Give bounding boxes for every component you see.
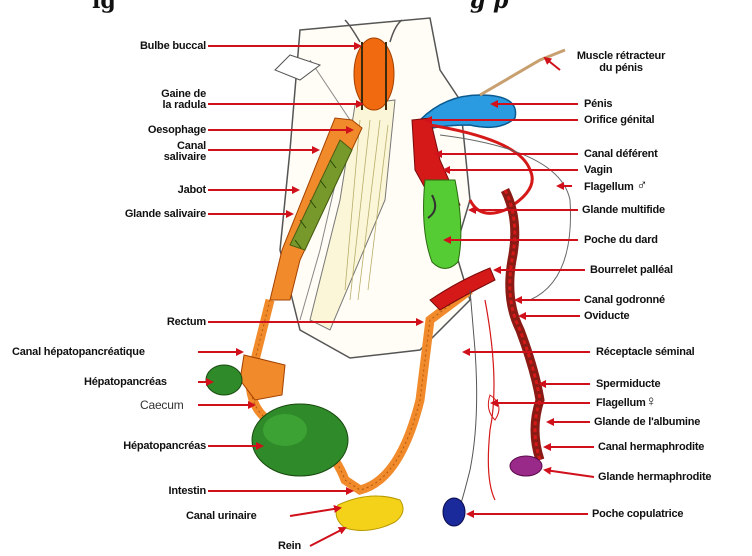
arrow-rein [310, 528, 345, 546]
label-canal-hermaphrodite: Canal hermaphrodite [598, 441, 704, 453]
label-vagin: Vagin [584, 164, 612, 176]
label-flagellum-female: Flagellum♀ [596, 396, 657, 409]
label-glande-albumine: Glande de l'albumine [594, 416, 700, 428]
label-intestin: Intestin [168, 485, 206, 497]
label-bulbe-buccal: Bulbe buccal [140, 40, 206, 52]
poche-copulatrice [443, 498, 465, 526]
label-bourrelet-palleal: Bourrelet palléal [590, 264, 673, 276]
caption-left: ig [92, 0, 116, 14]
male-symbol-icon: ♂ [636, 177, 647, 194]
label-jabot: Jabot [178, 184, 206, 196]
label-glande-salivaire: Glande salivaire [125, 208, 206, 220]
label-oviducte: Oviducte [584, 310, 629, 322]
label-poche-du-dard: Poche du dard [584, 234, 658, 246]
glande-hermaphrodite [510, 456, 542, 476]
label-rein: Rein [278, 540, 301, 552]
label-orifice-genital: Orifice génital [584, 114, 654, 126]
label-spermiducte: Spermiducte [596, 378, 660, 390]
label-rectum: Rectum [167, 316, 206, 328]
receptacle-duct [455, 290, 477, 520]
muscle-retracteur [480, 50, 565, 95]
label-flagellum-male-text: Flagellum [584, 181, 634, 193]
label-muscle-retracteur-2: du pénis [566, 62, 676, 74]
female-symbol-icon: ♀ [646, 393, 657, 410]
label-muscle-retracteur-1: Muscle rétracteur [566, 50, 676, 62]
hepatopancreas-small [206, 365, 242, 395]
label-flagellum-male: Flagellum ♂ [584, 180, 647, 193]
label-glande-multifide: Glande multifide [582, 204, 665, 216]
oviducte [505, 190, 540, 460]
bulbe-buccal [354, 38, 394, 110]
label-canal-salivaire-2: salivaire [164, 151, 206, 163]
label-canal-hepatopancreatique: Canal hépatopancréatique [12, 346, 145, 358]
arrow-muscle-retracteur [545, 58, 560, 70]
arrow-glande-hermaphrodite [545, 470, 594, 477]
label-gaine-radula-2: la radula [163, 99, 206, 111]
label-penis: Pénis [584, 98, 612, 110]
label-caecum: Caecum [140, 399, 183, 411]
label-hepatopancreas-1: Hépatopancréas [84, 376, 167, 388]
caption-right: g p [470, 0, 508, 14]
label-canal-urinaire: Canal urinaire [186, 510, 257, 522]
label-poche-copulatrice: Poche copulatrice [592, 508, 683, 520]
top-caption: ig g p [0, 0, 752, 10]
label-canal-deferent: Canal déférent [584, 148, 658, 160]
label-receptacle-seminal: Réceptacle séminal [596, 346, 695, 358]
rein [336, 496, 403, 530]
label-oesophage: Oesophage [148, 124, 206, 136]
arrow-canal-urinaire [290, 508, 340, 516]
label-flagellum-female-text: Flagellum [596, 397, 646, 409]
label-glande-hermaphrodite: Glande hermaphrodite [598, 471, 711, 483]
label-hepatopancreas-2: Hépatopancréas [123, 440, 206, 452]
label-canal-godronne: Canal godronné [584, 294, 665, 306]
